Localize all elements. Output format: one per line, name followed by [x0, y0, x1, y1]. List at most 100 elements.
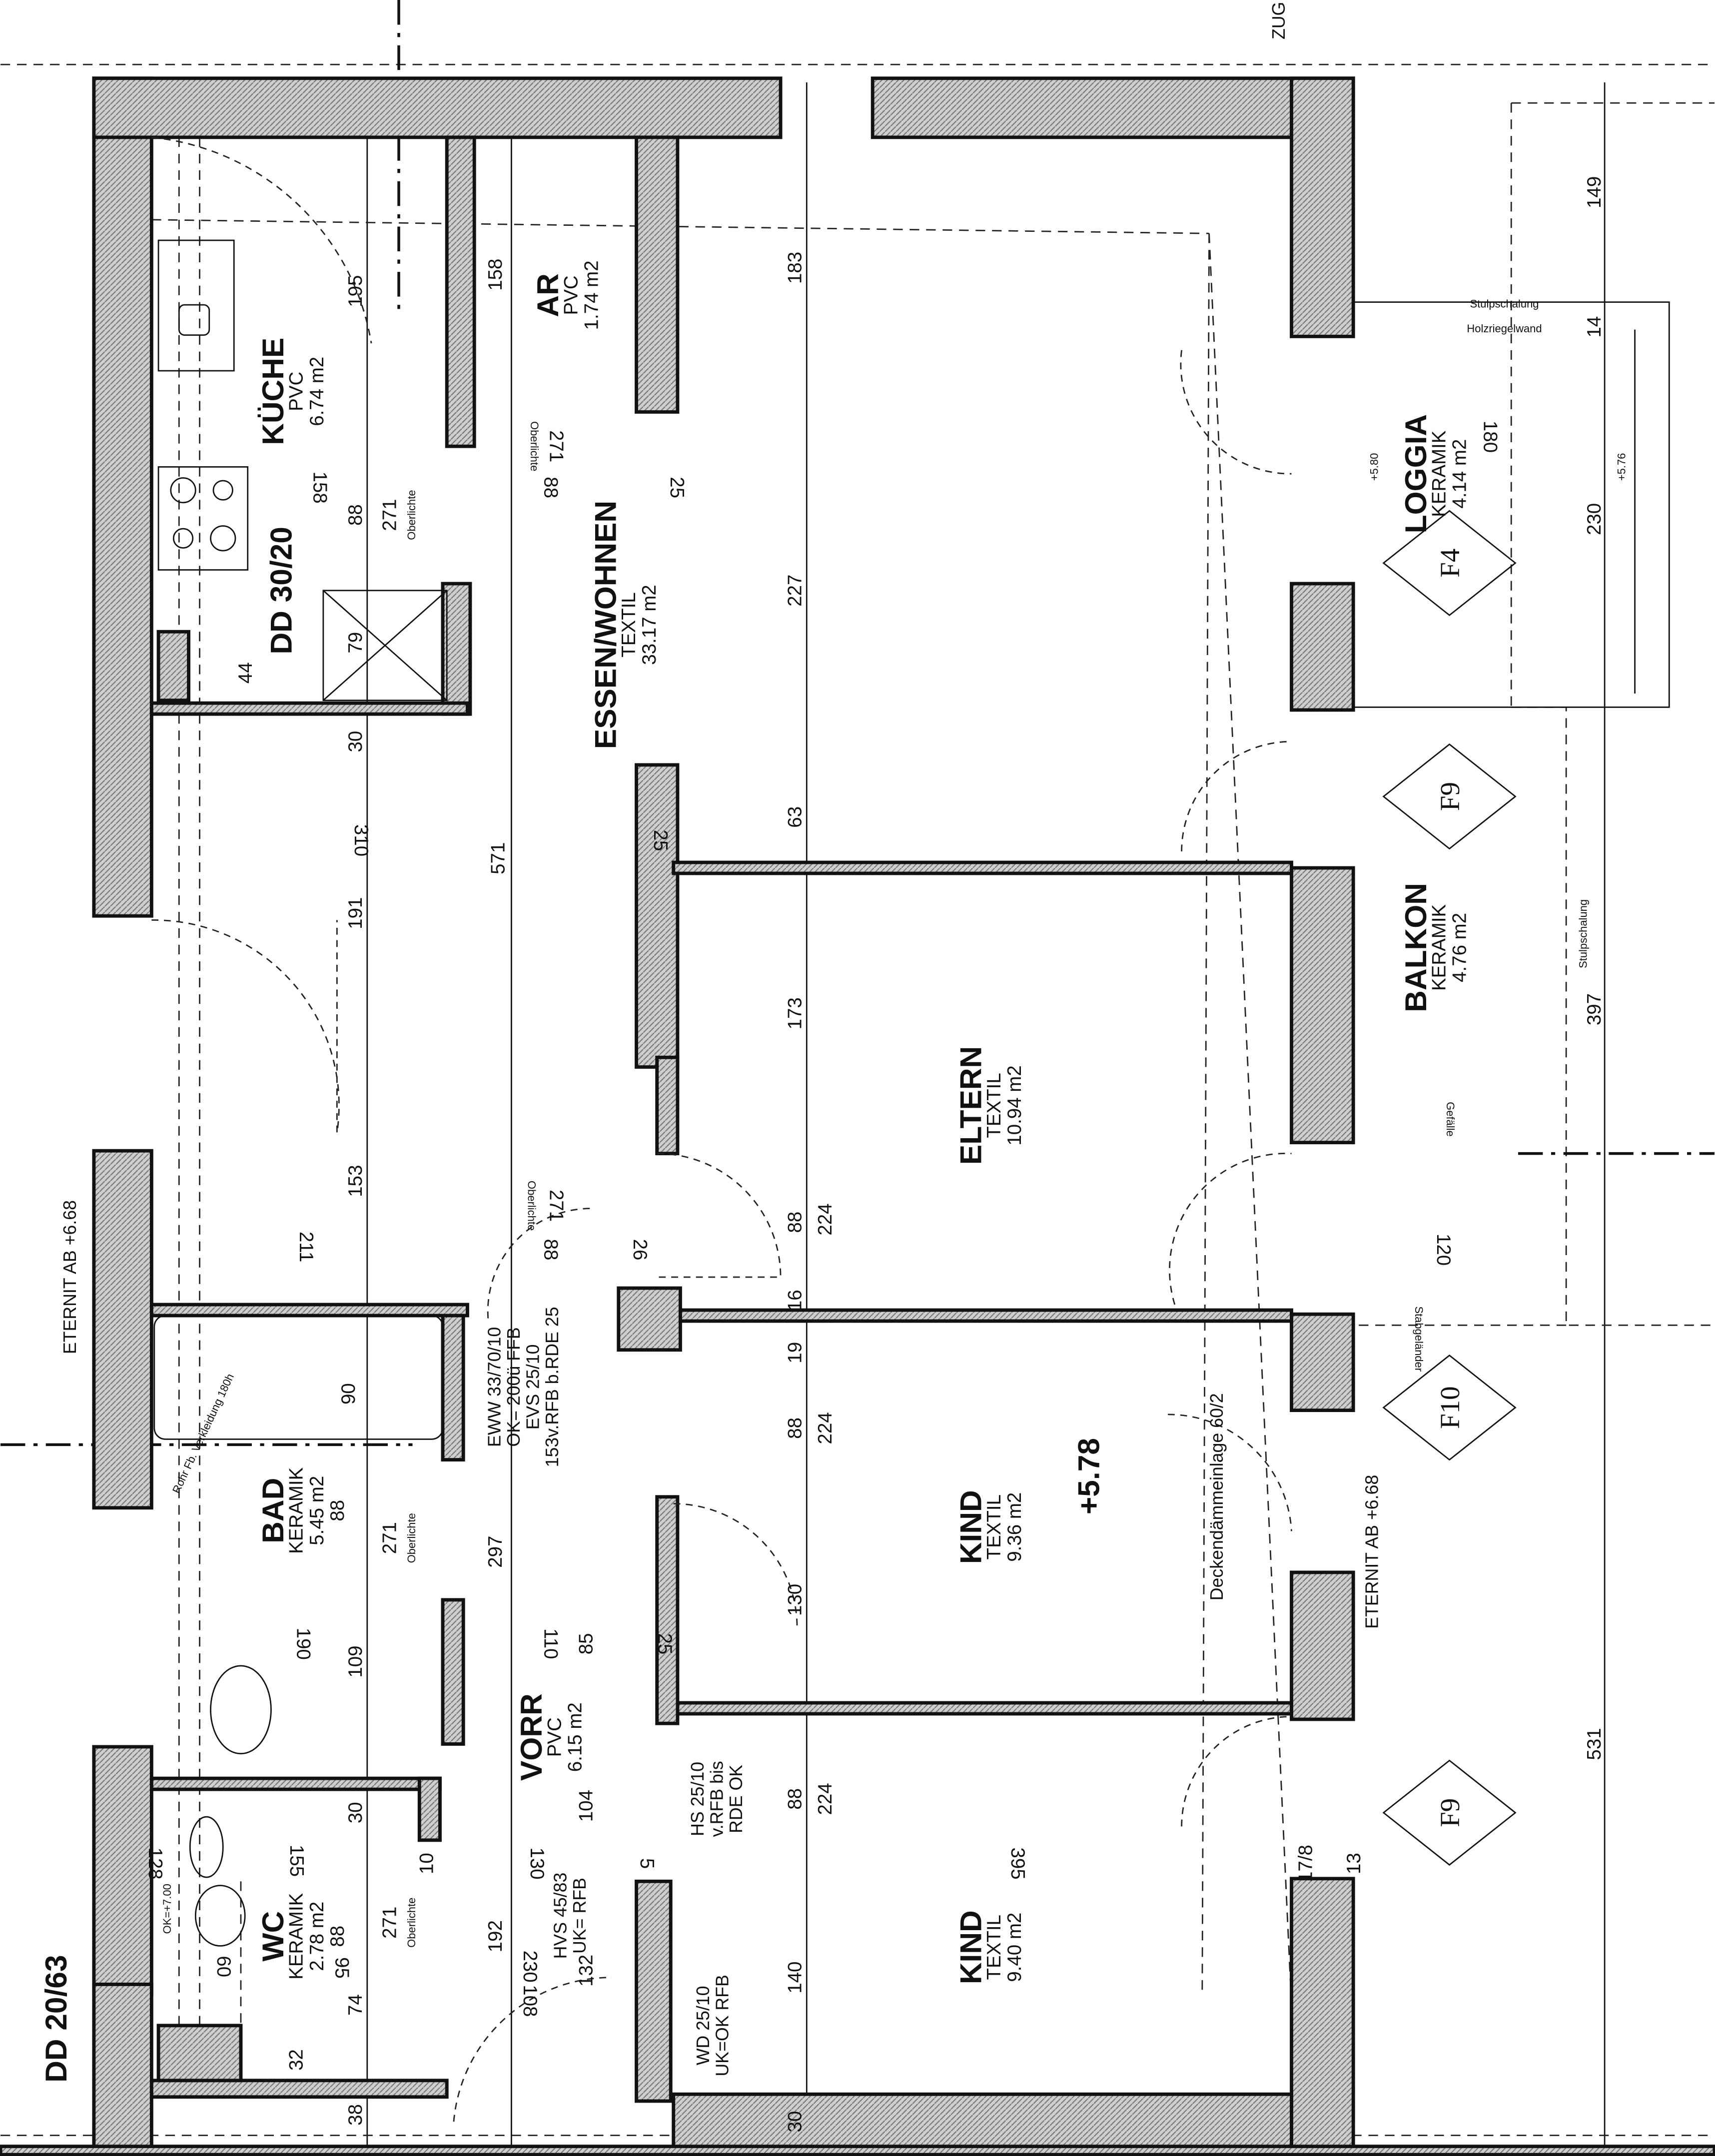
wd-note: UK=OK RFB	[713, 1975, 733, 2076]
dimension-label: 10	[416, 1853, 438, 1874]
dimension-label: 13	[1343, 1853, 1365, 1874]
dimension-label: 88	[784, 1418, 806, 1439]
hs-note: v.RFB bis	[707, 1761, 727, 1837]
eww-note: OK= 200ü FFB	[504, 1327, 524, 1446]
oberlichte-label: Oberlichte	[405, 1513, 418, 1563]
dimension-label: 88	[345, 504, 366, 526]
dimension-label: 30	[345, 1802, 366, 1823]
room-name: VORR	[514, 1693, 548, 1781]
dd-kitchen-label: DD 30/20	[264, 527, 298, 654]
oberlichte-label: Oberlichte	[405, 490, 418, 540]
dimension-label: 531	[1584, 1728, 1605, 1760]
room-area: 6.74 m2	[306, 357, 328, 426]
dimension-label: 153	[345, 1165, 366, 1197]
dimension-label: 180	[1479, 421, 1501, 453]
wc-ok-label: OK=+7.00	[161, 1884, 173, 1934]
dimension-label: 191	[345, 897, 366, 929]
room-name: BALKON	[1399, 883, 1433, 1012]
window-tag-diamond	[1382, 743, 1517, 850]
dimension-label: 271	[379, 1907, 401, 1939]
oberlichte-label: Oberlichte	[405, 1898, 418, 1948]
dimension-label: 16	[784, 1290, 806, 1311]
dimension-label: 25	[654, 1633, 675, 1654]
wd-note: WD 25/10	[693, 1986, 713, 2065]
level-loggia-b: +5.76	[1615, 453, 1628, 481]
eww-note: 153v.RFB b.RDE 25	[542, 1307, 562, 1467]
dimension-label: 297	[485, 1536, 506, 1568]
dimension-label: 88	[540, 1239, 561, 1261]
stulpschalung-right-label: Stulpschalung	[1577, 899, 1589, 968]
room-extra: 88	[327, 1926, 348, 1947]
room-area: 9.40 m2	[1004, 1913, 1025, 1982]
eww-note: EVS 25/10	[523, 1345, 543, 1430]
eternit-right-label: ETERNIT AB +6.68	[1362, 1475, 1382, 1629]
hs-note: RDE OK	[726, 1765, 746, 1833]
zug-label: ZUG	[1269, 2, 1289, 39]
walls	[0, 76, 1715, 2156]
dimension-label: 158	[485, 259, 506, 291]
room-area: 1.74 m2	[581, 260, 603, 330]
dimension-label: 19	[784, 1342, 806, 1364]
dimension-label: 25	[650, 830, 671, 851]
room-name: KIND	[953, 1910, 987, 1984]
room-area: 9.36 m2	[1004, 1492, 1025, 1562]
gefaelle-label: Gefälle	[1444, 1102, 1457, 1137]
dimension-label: 271	[379, 1522, 401, 1554]
room-floor: KERAMIK	[286, 1893, 307, 1979]
dd-wc-label: DD 20/63	[39, 1955, 73, 2082]
dimension-label: 88	[784, 1212, 806, 1233]
room-area: 6.15 m2	[565, 1702, 586, 1772]
eternit-left-label: ETERNIT AB +6.68	[60, 1200, 80, 1354]
room-name: WC	[256, 1911, 290, 1962]
dimension-label: 109	[345, 1645, 366, 1677]
dimension-label: 224	[815, 1412, 836, 1444]
room-area: 4.14 m2	[1449, 439, 1471, 509]
doors-fixtures	[151, 136, 1292, 2122]
hvs-note: HVS 45/83	[550, 1873, 570, 1959]
room-name: AR	[531, 273, 565, 317]
room-floor: TEXTIL	[983, 1915, 1005, 1980]
dimension-label: 192	[485, 1920, 506, 1952]
dimension-label: 195	[345, 275, 366, 307]
dimension-label: 14	[1584, 316, 1605, 338]
deckendaemm-label: Deckendämmeinlage 60/2	[1207, 1393, 1227, 1600]
window-tag-diamond	[1382, 1354, 1517, 1461]
room-floor: TEXTIL	[983, 1494, 1005, 1559]
stabgelaender-label: Stabgeländer	[1413, 1306, 1425, 1372]
dimension-label: 310	[350, 824, 372, 856]
eww-note: EWW 33/70/10	[484, 1327, 504, 1447]
dimension-label: 30	[784, 2111, 806, 2133]
window-tag-label: F9	[1435, 782, 1465, 811]
rohr-note: Rohr Fb. Verkleidung 180h	[170, 1372, 236, 1495]
dimension-label: 74	[345, 1994, 366, 2016]
room-name: ESSEN/WOHNEN	[588, 501, 622, 749]
dimension-label: 173	[784, 997, 806, 1029]
dimension-label: 120	[1433, 1234, 1454, 1266]
dimension-label: 224	[815, 1783, 836, 1815]
dimension-label: 149	[1584, 176, 1605, 208]
level-marker: +5.78	[1072, 1438, 1106, 1514]
dimension-label: 224	[815, 1203, 836, 1235]
oberlichte-label: Oberlichte	[528, 421, 541, 471]
room-area: 10.94 m2	[1004, 1065, 1025, 1145]
room-area: 4.76 m2	[1449, 913, 1471, 982]
dimension-label: 88	[540, 477, 561, 498]
dimension-label: 79	[345, 632, 366, 654]
window-tag-diamond	[1382, 1759, 1517, 1866]
dimension-label: 5	[636, 1858, 658, 1869]
dimension-label: 190	[293, 1628, 314, 1660]
dimension-label: 183	[784, 252, 806, 284]
stulpschalung-label: Stulpschalung	[1470, 298, 1539, 310]
dimension-label: 44	[235, 662, 256, 684]
room-name: KÜCHE	[256, 338, 290, 445]
dimension-label: 271	[545, 430, 567, 462]
dimension-label: 271	[379, 499, 401, 531]
dimension-label: 38	[345, 2104, 366, 2126]
dimension-label: 60	[213, 1956, 234, 1977]
oberlichte-label: Oberlichte	[525, 1181, 538, 1231]
room-name: BAD	[256, 1478, 290, 1543]
dimension-label: 108	[519, 1985, 541, 2017]
